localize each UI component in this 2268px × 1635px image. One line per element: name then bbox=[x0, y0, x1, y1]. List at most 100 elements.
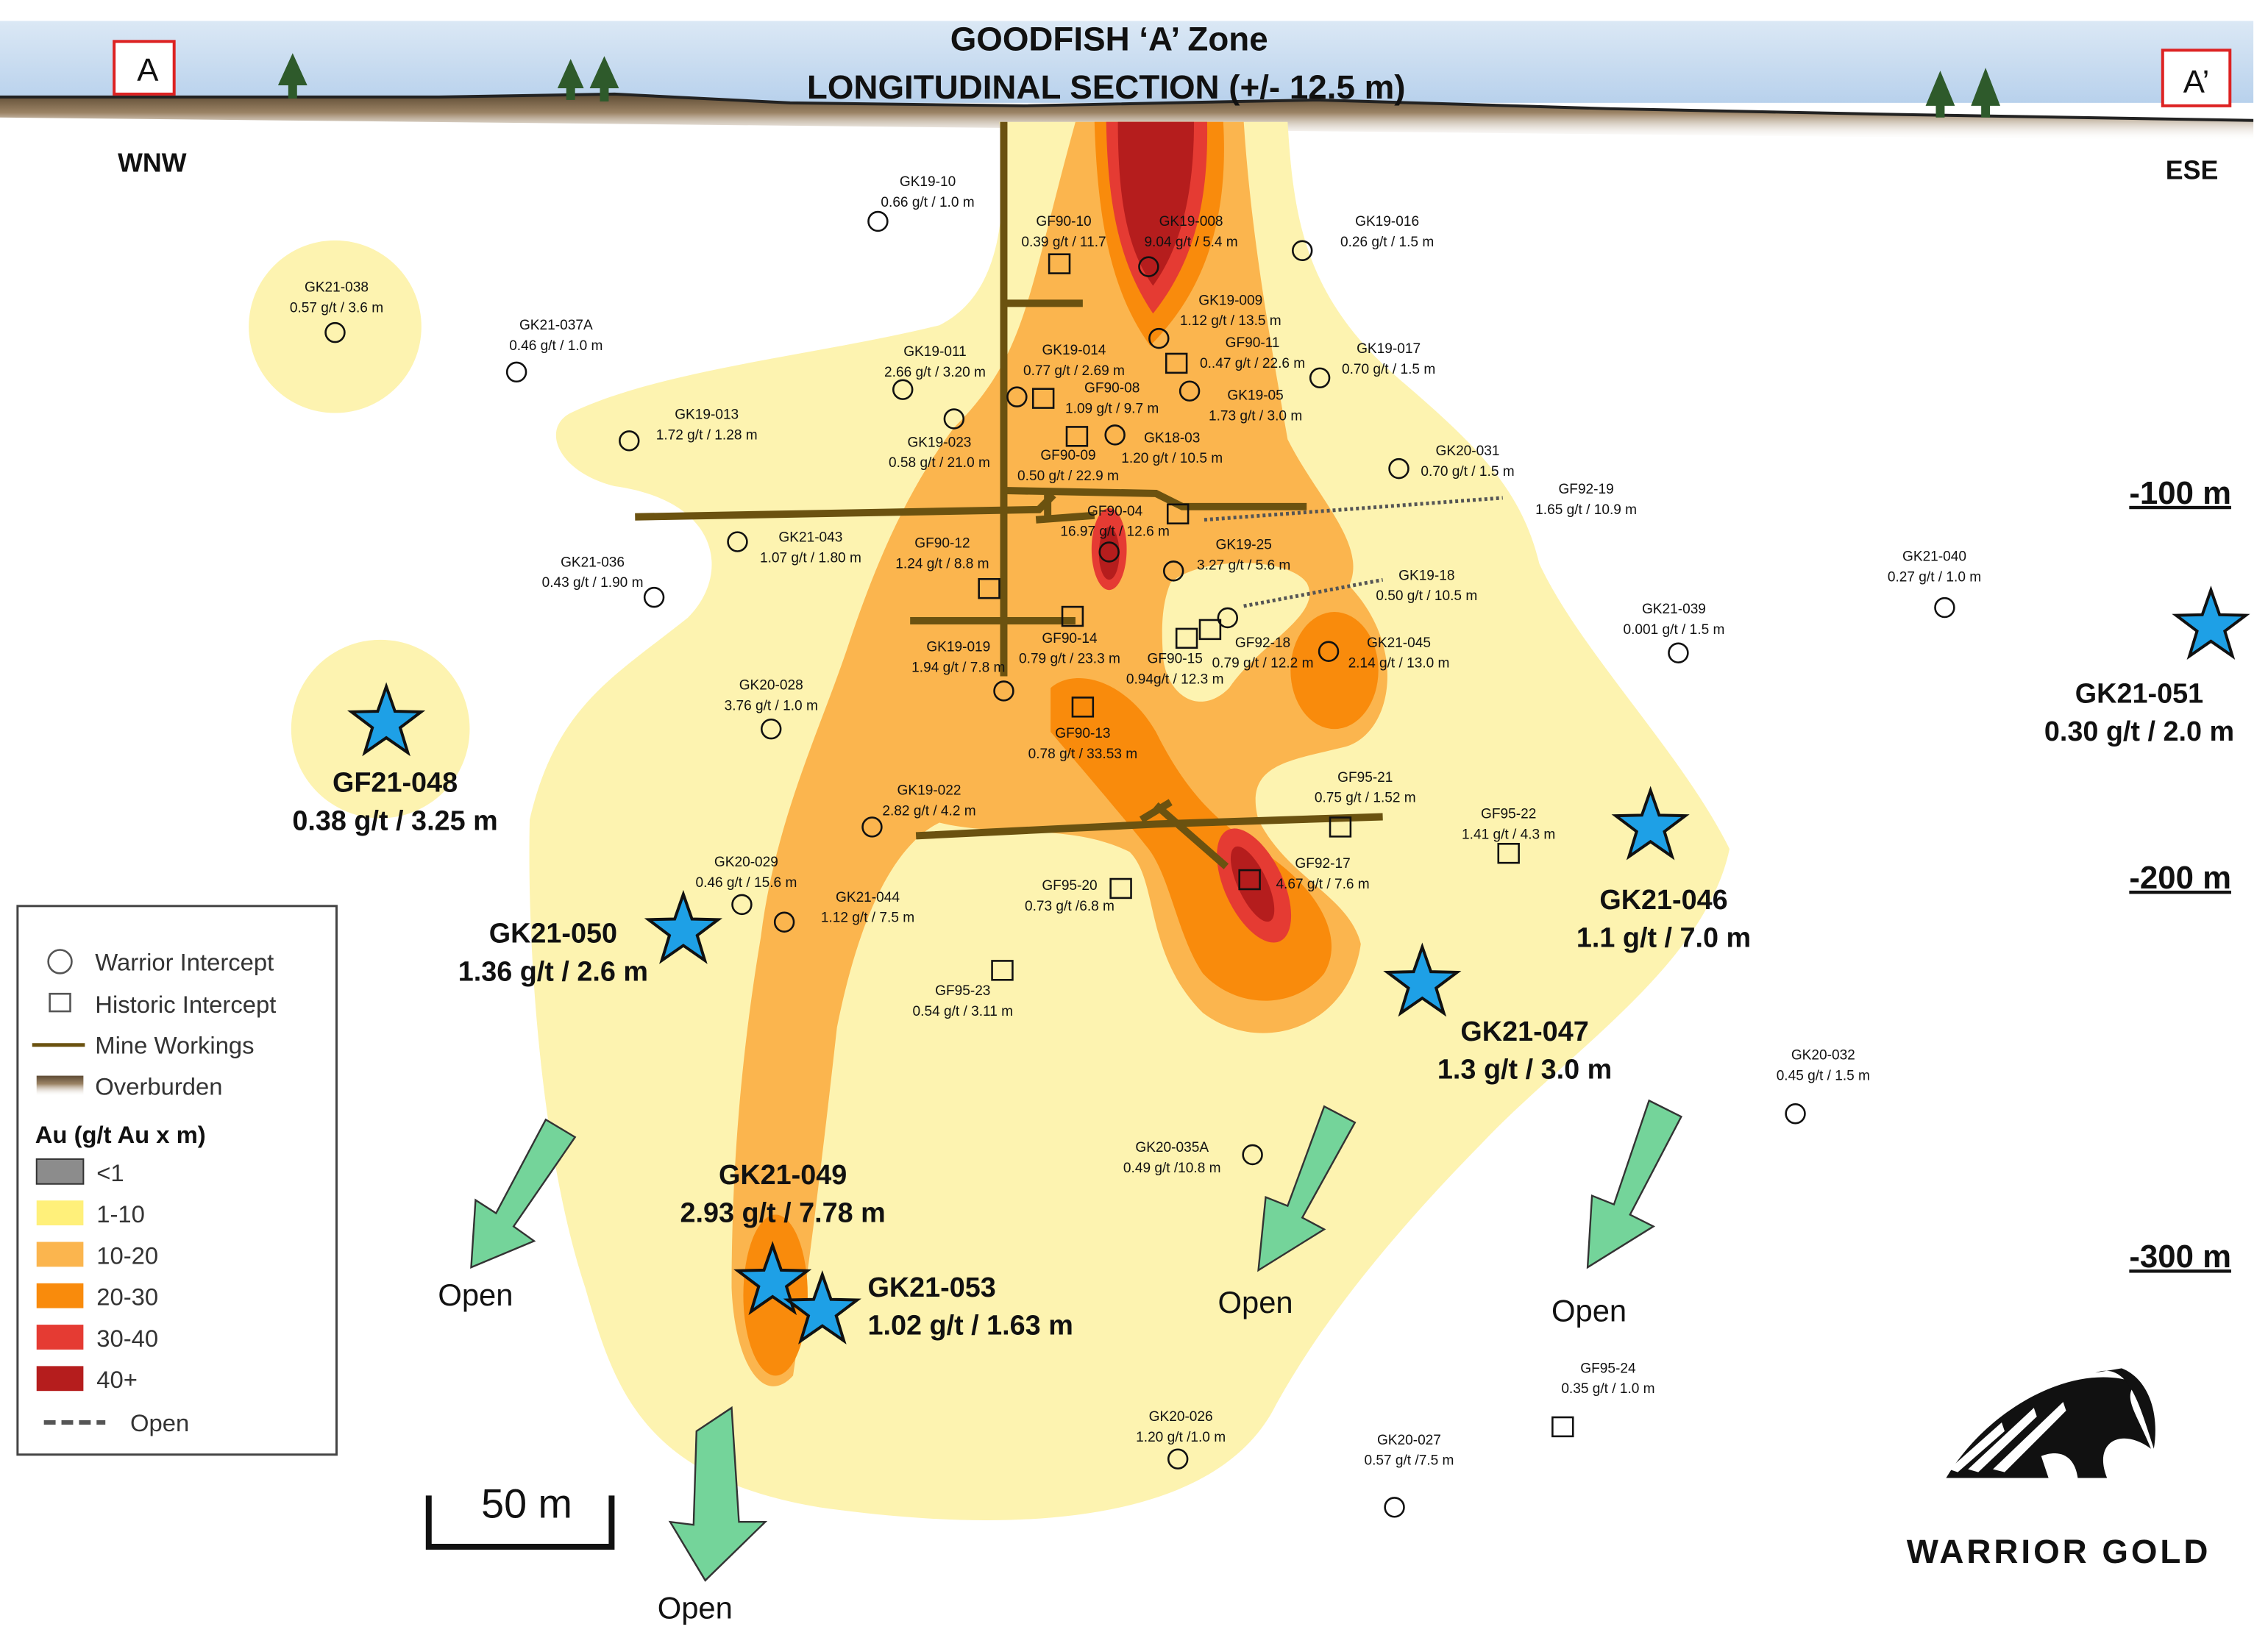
depth-label-200: -200 m bbox=[2129, 860, 2231, 896]
intercept[interactable]: GF95-221.41 g/t / 4.3 m bbox=[1462, 806, 1555, 864]
hole-id: GK20-032 bbox=[1791, 1048, 1855, 1064]
intercept[interactable]: GK18-031.20 g/t / 10.5 m bbox=[1104, 424, 1223, 466]
intercept-value: 2.66 g/t / 3.20 m bbox=[884, 365, 986, 380]
intercept[interactable]: GF90-130.78 g/t / 33.53 m bbox=[1028, 697, 1137, 762]
intercept[interactable]: GF95-240.35 g/t / 1.0 m bbox=[1551, 1361, 1655, 1438]
intercept[interactable]: GK19-100.66 g/t / 1.0 m bbox=[867, 174, 975, 232]
hole-id: GF92-18 bbox=[1235, 635, 1290, 651]
open-label: Open bbox=[658, 1590, 733, 1625]
warrior-intercept-icon bbox=[1292, 240, 1313, 261]
intercept[interactable]: GK19-180.50 g/t / 10.5 m bbox=[1217, 568, 1477, 629]
historic-intercept-icon bbox=[978, 577, 1000, 599]
depth-label-100: -100 m bbox=[2129, 475, 2231, 511]
intercept-value: 0.26 g/t / 1.5 m bbox=[1340, 235, 1434, 250]
intercept-value: 1.65 g/t / 10.9 m bbox=[1535, 502, 1637, 518]
intercept[interactable]: GK19-051.73 g/t / 3.0 m bbox=[1179, 380, 1302, 424]
warrior-intercept-icon bbox=[1148, 327, 1170, 349]
hole-id: GF90-12 bbox=[914, 536, 970, 552]
grade-swatch bbox=[36, 1200, 84, 1226]
mine-workings bbox=[635, 121, 1383, 869]
intercept[interactable]: GF92-180.79 g/t / 12.2 m bbox=[1198, 619, 1313, 672]
intercept[interactable]: GK19-253.27 g/t / 5.6 m bbox=[1162, 538, 1290, 582]
intercept[interactable]: GF90-140.79 g/t / 23.3 m bbox=[1019, 605, 1120, 667]
warrior-intercept-icon bbox=[1384, 1497, 1405, 1518]
intercept-value: 3.76 g/t / 1.0 m bbox=[725, 698, 818, 713]
intercept-value: 1.12 g/t / 7.5 m bbox=[821, 911, 914, 926]
warrior-intercept-icon bbox=[760, 718, 782, 740]
intercept[interactable]: GF90-121.24 g/t / 8.8 m bbox=[895, 536, 1000, 599]
intercept[interactable]: GF95-200.73 g/t /6.8 m bbox=[1025, 877, 1132, 914]
intercept[interactable]: GF92-174.67 g/t / 7.6 m bbox=[1238, 856, 1370, 892]
hole-id: GK21-038 bbox=[305, 279, 369, 295]
star-icon bbox=[733, 1241, 812, 1316]
hole-id: GK21-047 bbox=[1460, 1016, 1588, 1047]
hole-id: GK21-043 bbox=[778, 530, 842, 546]
intercept[interactable]: GF90-090.50 g/t / 22.9 m bbox=[1017, 426, 1119, 484]
intercept[interactable]: GF90-150.94g/t / 12.3 m bbox=[1126, 627, 1224, 688]
intercept-value: 0.75 g/t / 1.52 m bbox=[1315, 791, 1416, 806]
arrow-down-icon bbox=[1257, 1105, 1357, 1272]
section-end-left-box bbox=[113, 40, 176, 96]
intercept[interactable]: GF95-230.54 g/t / 3.11 m bbox=[913, 960, 1014, 1019]
hole-id: GK19-008 bbox=[1159, 214, 1223, 229]
intercept-value: 4.67 g/t / 7.6 m bbox=[1276, 877, 1369, 892]
legend-label: Open bbox=[130, 1409, 189, 1436]
hole-id: GF90-04 bbox=[1087, 504, 1143, 519]
warrior-intercept-icon bbox=[1934, 596, 1955, 619]
hole-id: GK19-023 bbox=[907, 435, 971, 450]
intercept[interactable]: GF90-100.39 g/t / 11.7 bbox=[1021, 214, 1106, 274]
historic-intercept-icon bbox=[1031, 388, 1055, 409]
star-icon bbox=[1611, 786, 1690, 861]
intercept-value: 0.35 g/t / 1.0 m bbox=[1561, 1381, 1654, 1397]
legend-au-title: Au (g/t Au x m) bbox=[35, 1121, 206, 1148]
intercept[interactable]: GF90-081.09 g/t / 9.7 m bbox=[1031, 381, 1159, 417]
intercept[interactable]: GF92-191.65 g/t / 10.9 m bbox=[1166, 482, 1637, 524]
intercept-value: 3.27 g/t / 5.6 m bbox=[1197, 558, 1290, 573]
intercept-value: 1.36 g/t / 2.6 m bbox=[458, 956, 648, 987]
grade-label: 10-20 bbox=[96, 1242, 158, 1269]
historic-intercept-icon bbox=[1048, 253, 1071, 274]
legend-label: Overburden bbox=[95, 1072, 222, 1100]
intercept[interactable]: GF95-210.75 g/t / 1.52 m bbox=[1315, 770, 1416, 838]
intercept[interactable]: GF90-110..47 g/t / 22.6 m bbox=[1165, 335, 1305, 374]
hole-id: GK21-049 bbox=[719, 1160, 847, 1191]
gradient-icon bbox=[36, 1075, 84, 1097]
warrior-intercept-icon bbox=[505, 361, 527, 383]
intercept-value: 2.82 g/t / 4.2 m bbox=[882, 804, 975, 819]
legend-label: Historic Intercept bbox=[95, 991, 276, 1018]
hole-id: GK20-029 bbox=[714, 855, 778, 870]
